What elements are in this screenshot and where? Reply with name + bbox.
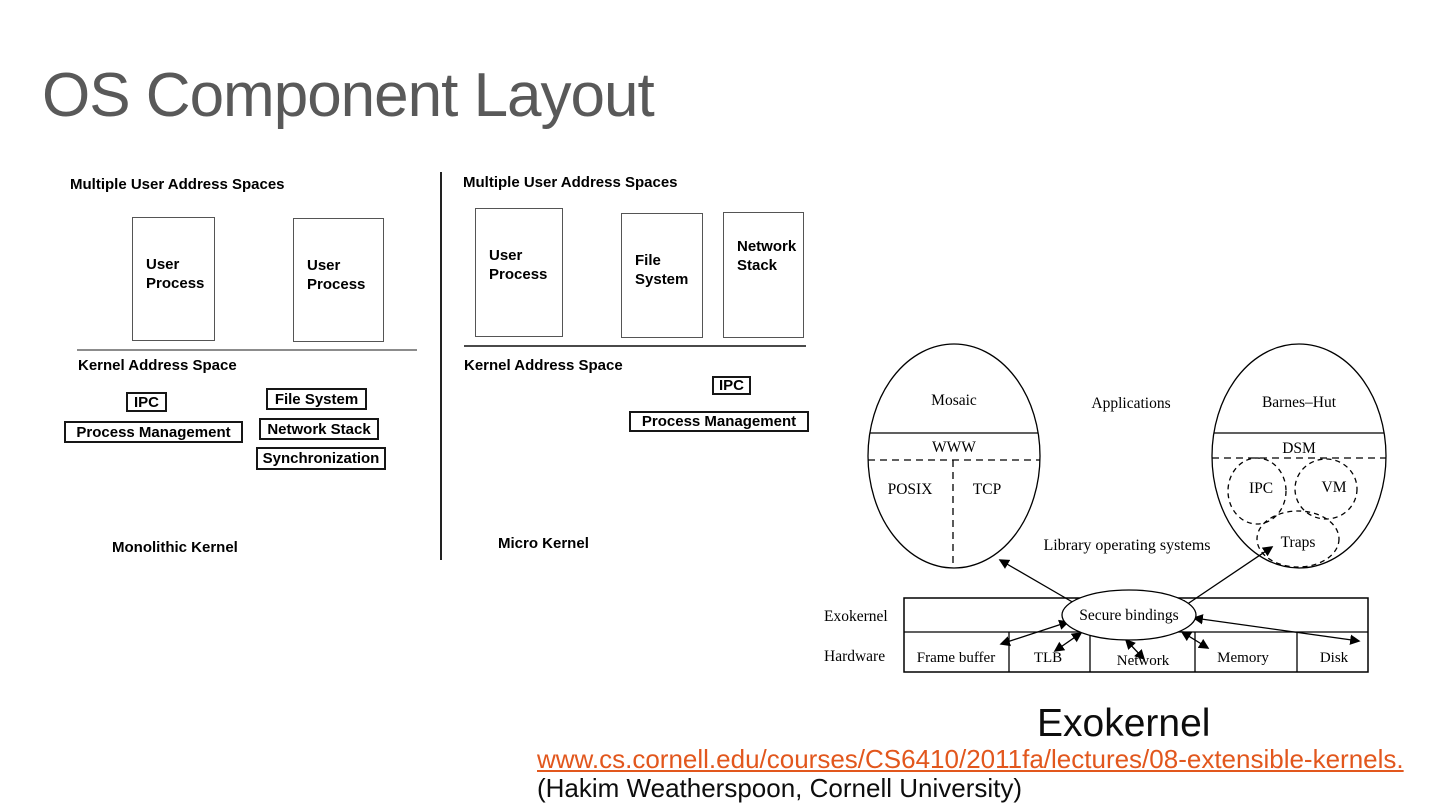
exokernel-diagram: Mosaic WWW POSIX TCP Barnes–Hut DSM IPC … [824, 343, 1387, 673]
micro-file-system-box: File System [621, 213, 703, 338]
mono-network-stack-box: Network Stack [259, 418, 379, 440]
micro-kernel-space-label: Kernel Address Space [464, 357, 623, 374]
micro-caption: Micro Kernel [498, 535, 589, 552]
hw-cell-frame-buffer: Frame buffer [917, 650, 995, 666]
barnes-hut-libos-ellipse [1211, 343, 1387, 569]
micro-file-system-label: File System [635, 252, 689, 288]
mono-kernel-space-label: Kernel Address Space [78, 357, 237, 374]
library-os-label: Library operating systems [1043, 537, 1210, 554]
mono-kernel-boundary-line [77, 349, 417, 351]
arrow-mosaic-secure-bindings [998, 559, 1083, 608]
ipc-circle-label: IPC [1249, 480, 1273, 497]
mono-synchronization-box: Synchronization [256, 447, 386, 470]
mono-user-process-label-1: User Process [146, 256, 205, 292]
vm-circle-label: VM [1322, 479, 1347, 496]
hw-cell-network: Network [1117, 653, 1170, 669]
barnes-hut-label: Barnes–Hut [1262, 394, 1337, 411]
secure-bindings-label: Secure bindings [1079, 607, 1178, 624]
exokernel-row-label: Exokernel [824, 608, 888, 625]
micro-process-management-box: Process Management [629, 411, 809, 432]
attribution-text: (Hakim Weatherspoon, Cornell University) [537, 773, 1023, 803]
mono-file-system-box: File System [266, 388, 367, 410]
micro-user-process-label: User Process [489, 247, 548, 283]
mosaic-label: Mosaic [931, 392, 977, 409]
arrow-tlb [1053, 632, 1083, 652]
mono-user-process-box-1: User Process [132, 217, 215, 341]
mono-user-process-label-2: User Process [307, 257, 366, 293]
arrow-barneshut-secure-bindings [1178, 546, 1274, 610]
hw-cell-tlb: TLB [1034, 650, 1062, 666]
hw-cell-memory: Memory [1217, 650, 1269, 666]
arrow-framebuffer [999, 619, 1070, 647]
page-title: OS Component Layout [42, 61, 655, 130]
micro-user-space-label: Multiple User Address Spaces [463, 174, 678, 191]
exokernel-caption: Exokernel [1037, 702, 1211, 745]
www-label: WWW [932, 439, 976, 456]
dsm-label: DSM [1282, 440, 1316, 457]
ipc-dashed-circle [1227, 457, 1287, 525]
mono-process-management-box: Process Management [64, 421, 243, 443]
mosaic-libos-ellipse [867, 343, 1041, 569]
mono-user-space-label: Multiple User Address Spaces [70, 176, 285, 193]
mono-caption: Monolithic Kernel [112, 539, 238, 556]
source-link[interactable]: www.cs.cornell.edu/courses/CS6410/2011fa… [537, 744, 1404, 774]
arrow-disk [1192, 614, 1361, 645]
applications-label: Applications [1091, 395, 1170, 412]
micro-network-stack-label: Network Stack [737, 238, 797, 274]
secure-bindings-ellipse [1061, 589, 1197, 641]
hw-cell-disk: Disk [1320, 650, 1349, 666]
arrow-network [1124, 638, 1146, 661]
traps-dashed-circle [1256, 510, 1340, 568]
diagram-divider-line [440, 172, 442, 560]
tcp-label: TCP [973, 481, 1001, 498]
hardware-row-label: Hardware [824, 648, 885, 665]
micro-ipc-box: IPC [712, 376, 751, 395]
mono-ipc-box: IPC [126, 392, 167, 412]
micro-network-stack-box: Network Stack [723, 212, 804, 338]
posix-label: POSIX [888, 481, 933, 498]
traps-circle-label: Traps [1281, 534, 1316, 551]
mono-user-process-box-2: User Process [293, 218, 384, 342]
micro-kernel-boundary-line [464, 345, 806, 347]
micro-user-process-box: User Process [475, 208, 563, 337]
